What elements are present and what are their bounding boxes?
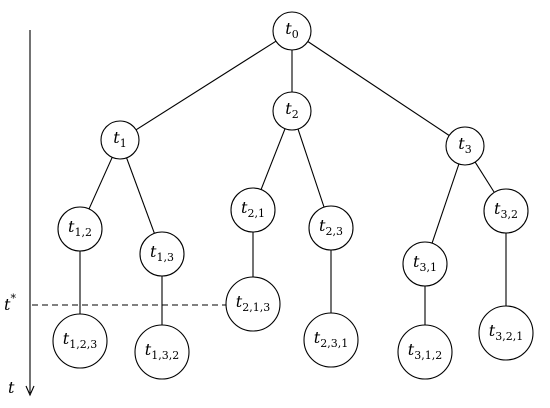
tree-node-3: t3 [445,126,485,166]
node-label: t3,1,2 [408,340,442,362]
node-label: t2 [285,99,298,121]
node-circle [139,231,185,277]
node-circle [478,305,534,361]
node-label: t1,2 [68,217,92,239]
node-circle [303,312,359,368]
tree-node-2-3: t2,3 [308,205,354,251]
tree-node-1-2: t1,2 [57,206,103,252]
tree-node-2-1: t2,1 [230,187,276,233]
edges-layer [79,40,507,325]
node-label: t3,2 [494,199,518,221]
node-label: t3 [458,134,471,156]
node-circle [57,206,103,252]
node-label: t1 [113,128,126,150]
node-label: t0 [285,19,298,41]
node-label: t3,2,1 [489,321,523,343]
edge-n0-n1 [135,40,277,131]
node-circle [100,120,140,160]
tree-node-3-2: t3,2 [483,188,529,234]
node-circle [445,126,485,166]
node-circle [52,313,108,369]
tree-node-3-1: t3,1 [402,241,448,287]
node-circle [397,324,453,380]
tree-node-1-2-3: t1,2,3 [52,313,108,369]
node-label: t2,3 [319,216,343,238]
edge-n1-n13 [126,157,155,234]
node-circle [230,187,276,233]
node-circle [272,91,312,131]
edge-n2-n21 [260,128,286,190]
node-label: t1,3 [150,242,174,264]
tree-node-3-2-1: t3,2,1 [478,305,534,361]
node-circle [483,188,529,234]
tree-node-1: t1 [100,120,140,160]
node-label: t3,1 [413,252,437,274]
edge-n2-n23 [297,128,325,208]
nodes-layer: t0 t1 t2 t3 t1,2 t1,3 t2,1 t2,3 t3,1 t3,2 t1,2,3 t1… [52,11,534,380]
node-circle [272,11,312,51]
node-circle [402,241,448,287]
edge-n3-n31 [431,163,460,244]
node-circle [134,324,190,380]
tree-node-1-3-2: t1,3,2 [134,324,190,380]
node-label: t1,3,2 [145,340,179,362]
tree-node-2-1-3: t2,1,3 [225,276,281,332]
down-arrow-icon [25,385,35,397]
edge-n1-n12 [88,157,113,210]
tree-node-1-3: t1,3 [139,231,185,277]
tree-node-2: t2 [272,91,312,131]
node-circle [225,276,281,332]
edge-n0-n3 [307,41,450,136]
t-star-label: t* [4,292,16,314]
tree-node-3-1-2: t3,1,2 [397,324,453,380]
tree-node-0: t0 [272,11,312,51]
edge-n3-n32 [474,161,495,193]
tree-node-2-3-1: t2,3,1 [303,312,359,368]
node-label: t2,1 [241,198,265,220]
node-label: t1,2,3 [63,329,97,351]
node-label: t2,3,1 [314,328,348,350]
time-axis-label: t [8,378,15,397]
node-circle [308,205,354,251]
node-label: t2,1,3 [236,292,270,314]
